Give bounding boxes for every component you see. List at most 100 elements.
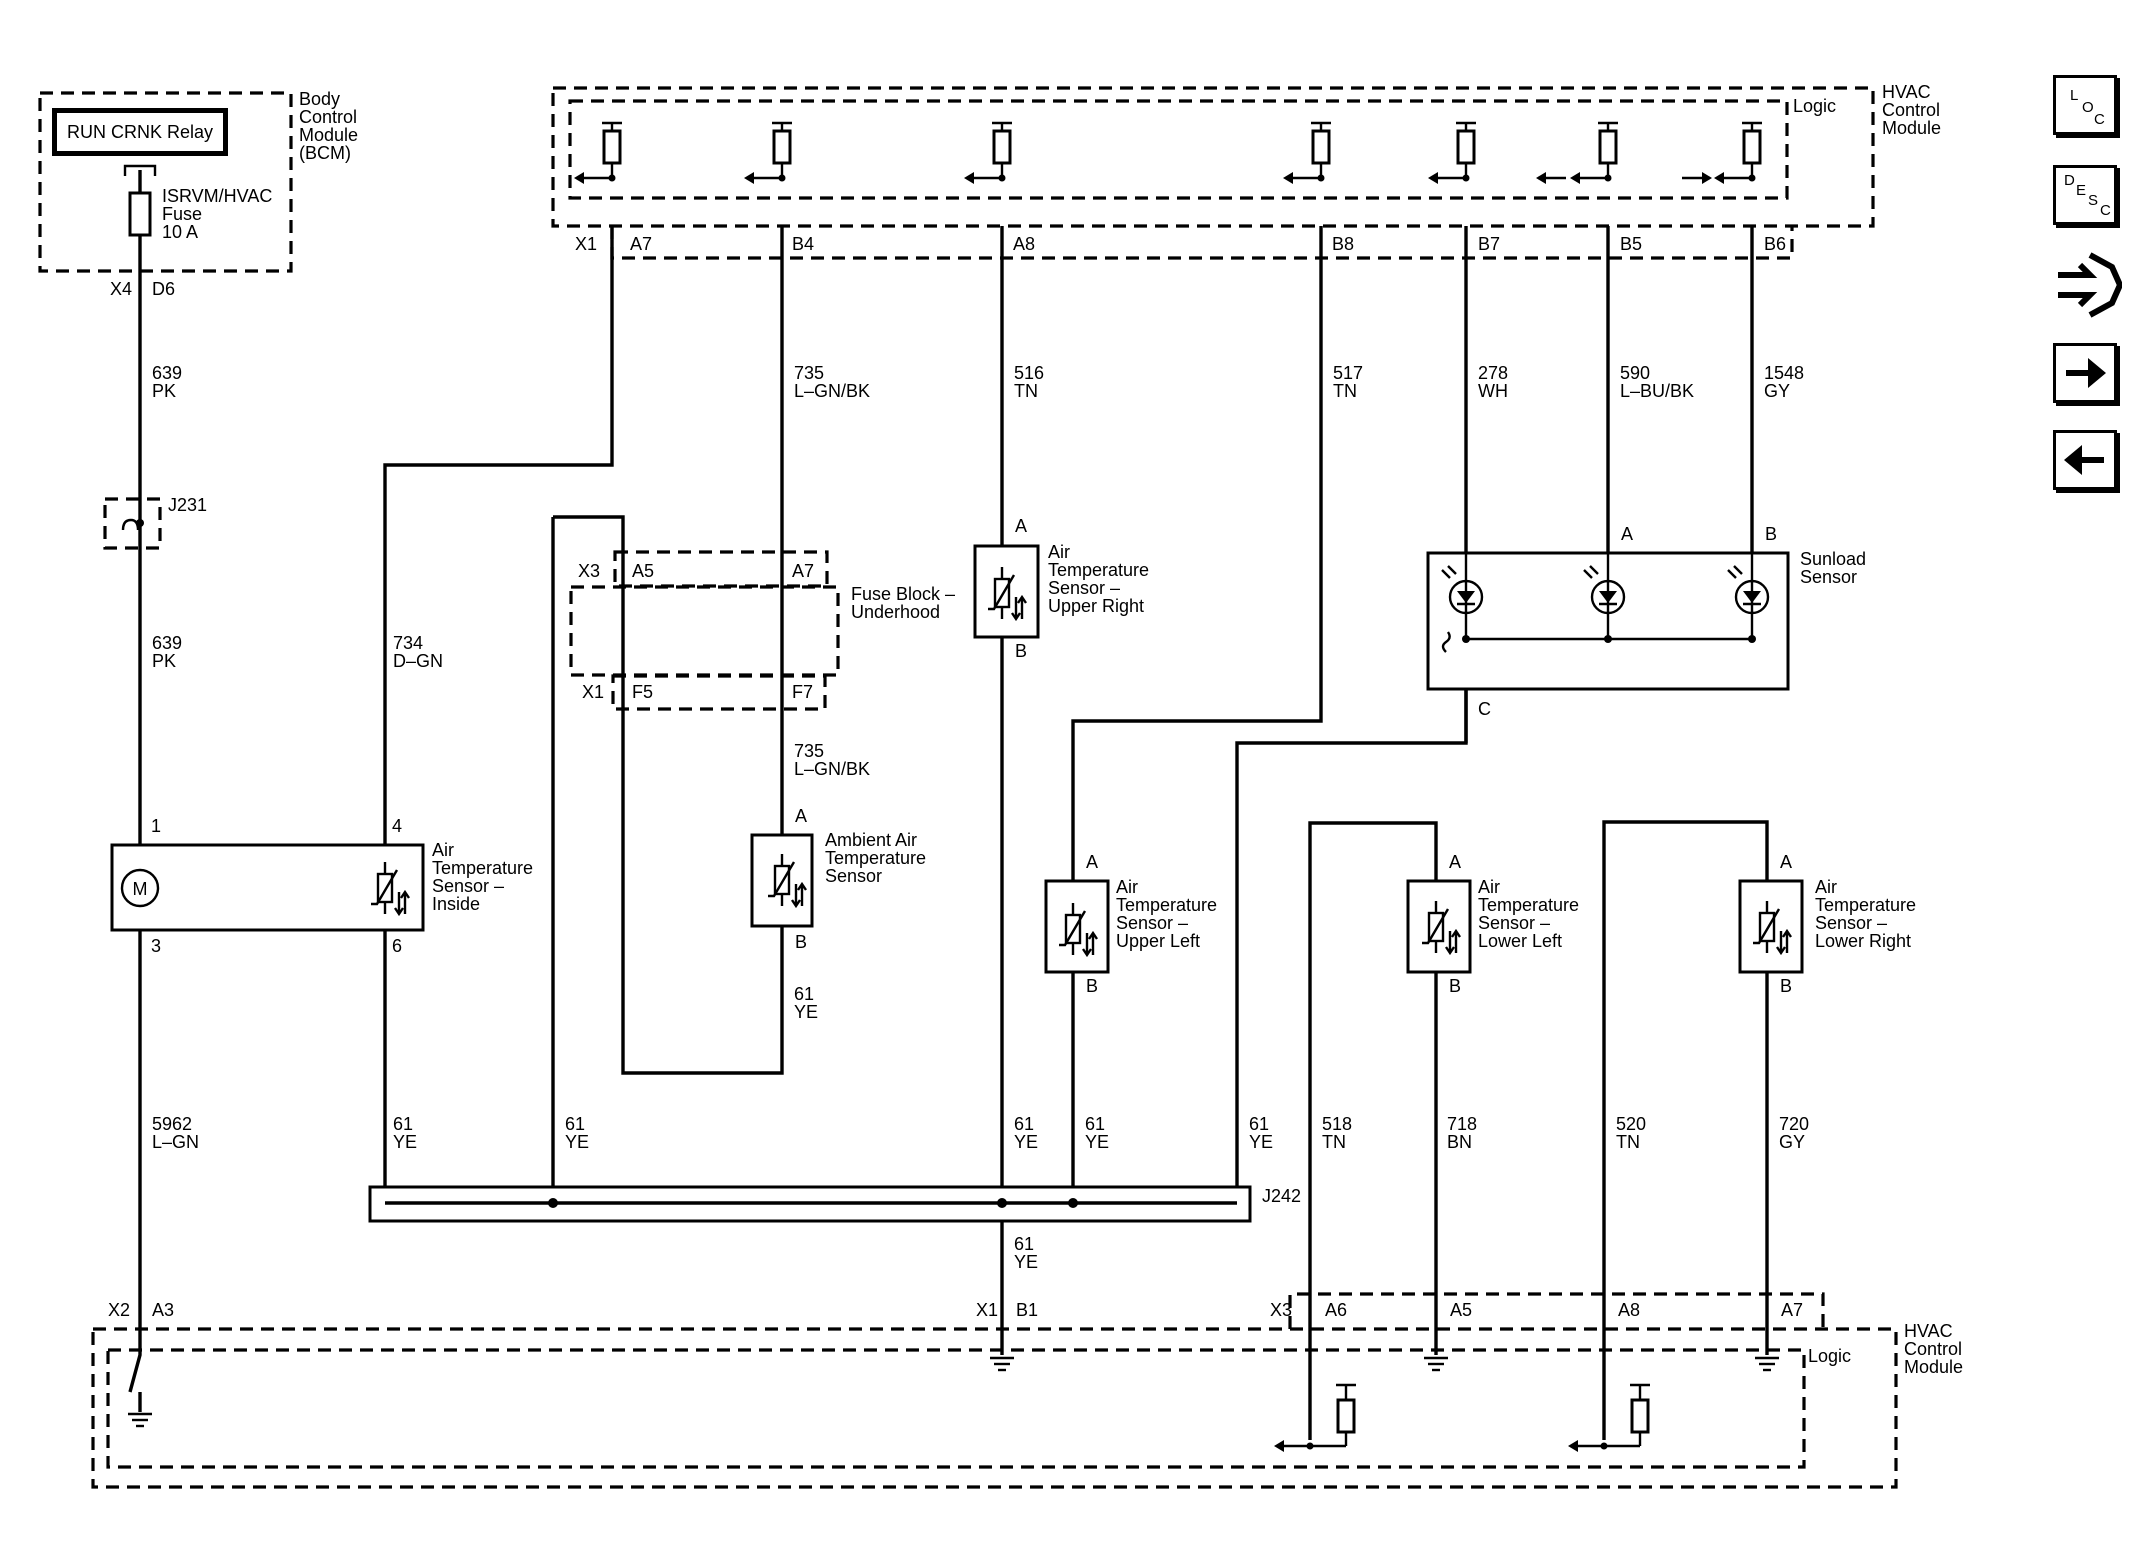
pullup-resistor: [574, 121, 622, 184]
pullup-resistor: [1274, 1383, 1356, 1452]
sensor-pin-b: B: [795, 932, 807, 952]
wire-color-label: L–BU/BK: [1620, 381, 1694, 401]
bcm-connector: X4: [110, 279, 132, 299]
motor-pin-3: 3: [151, 936, 161, 956]
hvac-top-pin-3: B8: [1332, 234, 1354, 254]
wire-color-label: YE: [1249, 1132, 1273, 1152]
arrow-right-icon: [2066, 358, 2106, 388]
hvac-top-pullups: [574, 121, 1762, 184]
inside-sensor: [371, 862, 410, 917]
arrow-left-icon: [2064, 445, 2104, 475]
sensor-pin-b: B: [1780, 976, 1792, 996]
wire-circuit-label: 61: [1014, 1234, 1034, 1254]
wire-color-label: BN: [1447, 1132, 1472, 1152]
wire-circuit-label: 734: [393, 633, 423, 653]
hvac-bottom-x3-pin-a6: A6: [1325, 1300, 1347, 1320]
sensor-pin-a: A: [1086, 852, 1098, 872]
inside-sensor-pin-6: 6: [392, 936, 402, 956]
relay-label: RUN CRNK Relay: [67, 122, 213, 142]
bcm-pin: D6: [152, 279, 175, 299]
wire-circuit-label: 5962: [152, 1114, 192, 1134]
hvac-top-pin-1: B4: [792, 234, 814, 254]
fuse-rating: 10 A: [162, 222, 198, 242]
wire-color-label: YE: [565, 1132, 589, 1152]
wire-circuit-label: 278: [1478, 363, 1508, 383]
svg-text:E: E: [2076, 182, 2086, 199]
wire-circuit-label: 517: [1333, 363, 1363, 383]
wire-circuit-label: 61: [1085, 1114, 1105, 1134]
sensor-pin-b: B: [1449, 976, 1461, 996]
sunload-pin-a: A: [1621, 524, 1633, 544]
wire-circuit-label: 1548: [1764, 363, 1804, 383]
sensor-pin-b: B: [1086, 976, 1098, 996]
wire-color-label: YE: [393, 1132, 417, 1152]
hvac-top-pin-0: A7: [630, 234, 652, 254]
pullup-resistor: [1283, 121, 1331, 184]
hvac-bottom-x2-pin: A3: [152, 1300, 174, 1320]
fuse-word: Fuse: [162, 204, 202, 224]
wire-color-label: TN: [1333, 381, 1357, 401]
fuse-block-x3-pin-a7: A7: [792, 561, 814, 581]
wire-circuit-label: 61: [565, 1114, 585, 1134]
svg-text:D: D: [2064, 172, 2075, 189]
wire-circuit-label: 520: [1616, 1114, 1646, 1134]
hvac-top-pin-4: B7: [1478, 234, 1500, 254]
hvac-top-connector: X1: [575, 234, 597, 254]
fuse-name: ISRVM/HVAC: [162, 186, 272, 206]
pullup-resistor: [964, 121, 1012, 184]
wire-circuit-label: 735: [794, 363, 824, 383]
motor-pin-1: 1: [151, 816, 161, 836]
hvac-top-pin-2: A8: [1013, 234, 1035, 254]
j231-label: J231: [168, 495, 207, 515]
wire-color-label: L–GN/BK: [794, 381, 870, 401]
svg-text:C: C: [2094, 111, 2105, 128]
hvac-bottom-x3-pin-a7: A7: [1781, 1300, 1803, 1320]
wire-circuit-label: 720: [1779, 1114, 1809, 1134]
next-page-button[interactable]: [2053, 343, 2117, 403]
previous-page-button[interactable]: [2053, 430, 2117, 490]
pullup-resistor: [1536, 121, 1618, 184]
sunload-pin-c: C: [1478, 699, 1491, 719]
wire-circuit-label: 61: [794, 984, 814, 1004]
wire-color-label: YE: [1085, 1132, 1109, 1152]
hvac-bottom-x3-pin-a5: A5: [1450, 1300, 1472, 1320]
svg-text:L: L: [2070, 87, 2078, 104]
wire-color-label: YE: [1014, 1132, 1038, 1152]
sensor-pin-a: A: [1780, 852, 1792, 872]
pullup-resistor: [744, 121, 792, 184]
wire-color-label: PK: [152, 651, 176, 671]
fuse-block-x1: X1: [582, 682, 604, 702]
wire-circuit-label: 639: [152, 633, 182, 653]
wire-labels: 639PK639PK5962L–GN734D–GN735L–GN/BK735L–…: [152, 363, 1809, 1272]
wiring: [138, 226, 1769, 1440]
wire-color-label: L–GN/BK: [794, 759, 870, 779]
wire-color-label: TN: [1616, 1132, 1640, 1152]
wire-circuit-label: 590: [1620, 363, 1650, 383]
wire-circuit-label: 518: [1322, 1114, 1352, 1134]
wire-color-label: YE: [794, 1002, 818, 1022]
wire-circuit-label: 735: [794, 741, 824, 761]
splice-j231: J231: [103, 495, 207, 550]
wire-color-label: GY: [1779, 1132, 1805, 1152]
connector-icon[interactable]: [2050, 245, 2124, 325]
pullup-resistor: [1682, 121, 1762, 184]
sensor-pin-a: A: [1015, 516, 1027, 536]
hvac-bottom-x3-pin-a8: A8: [1618, 1300, 1640, 1320]
wire-circuit-label: 516: [1014, 363, 1044, 383]
hvac-bottom-logic: Logic: [1808, 1346, 1851, 1366]
